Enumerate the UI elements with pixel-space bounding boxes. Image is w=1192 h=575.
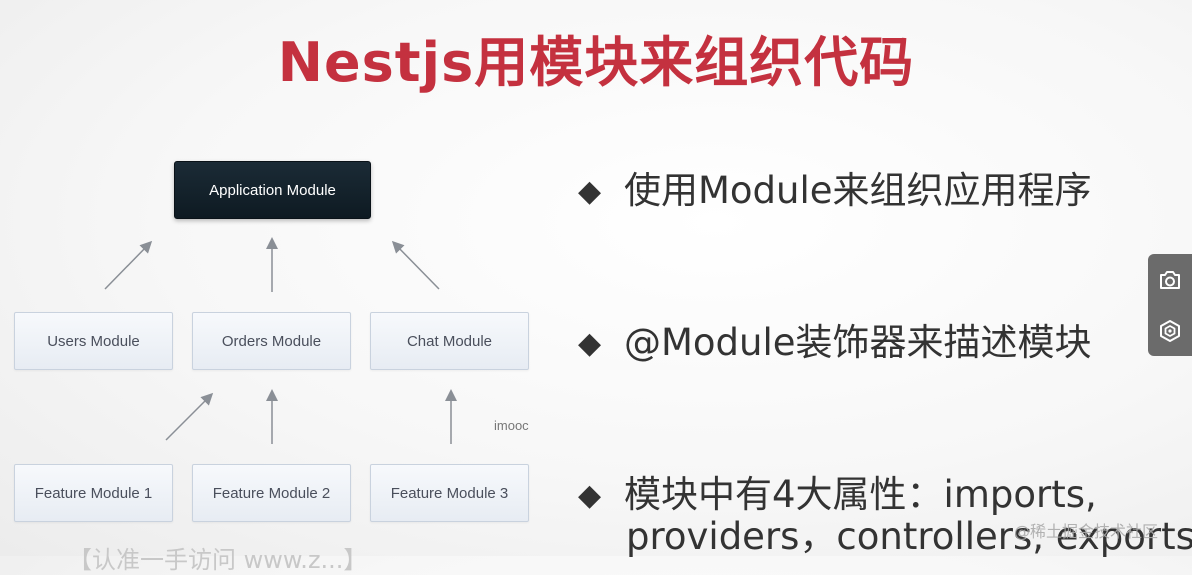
hexagon-logo-button[interactable] [1155, 316, 1185, 346]
floating-side-panel [1148, 254, 1192, 356]
arrow-feature1-to-users [165, 392, 214, 441]
diagram-arrows [104, 237, 457, 444]
diamond-bullet-icon: ◆ [578, 326, 602, 361]
users-module-box: Users Module [14, 312, 173, 370]
bullet-item-3: ◆ 模块中有4大属性：imports, [578, 474, 1097, 517]
orders-module-box: Orders Module [192, 312, 351, 370]
cut-off-caption: 【认准一手访问 www.z...】 [68, 546, 368, 574]
bullet-item-1: ◆ 使用Module来组织应用程序 [578, 170, 1092, 213]
application-module-box: Application Module [174, 161, 371, 219]
hexagon-logo-icon [1160, 319, 1180, 342]
chat-module-box: Chat Module [370, 312, 529, 370]
slide-title: Nestjs用模块来组织代码 [277, 31, 915, 94]
diamond-bullet-icon: ◆ [578, 174, 602, 209]
bullet-text-2: @Module装饰器来描述模块 [624, 321, 1092, 364]
module-diagram: Application Module Users Module Orders M… [0, 0, 560, 574]
diamond-bullet-icon: ◆ [578, 478, 602, 513]
bullet-text-3: 模块中有4大属性：imports, [624, 473, 1097, 516]
feature-module-2-box: Feature Module 2 [192, 464, 351, 522]
imooc-watermark: imooc [494, 418, 529, 433]
bullet-text-3-continuation: providers，controllers, exports [626, 515, 1192, 558]
arrow-users-to-app [104, 240, 153, 290]
bullet-text-1: 使用Module来组织应用程序 [624, 169, 1092, 212]
bullet-item-2: ◆ @Module装饰器来描述模块 [578, 322, 1092, 365]
feature-module-1-box: Feature Module 1 [14, 464, 173, 522]
arrow-chat-to-app [391, 240, 440, 290]
screenshot-button[interactable] [1155, 265, 1185, 295]
feature-module-3-box: Feature Module 3 [370, 464, 529, 522]
site-watermark: @稀土掘金技术社区 [1014, 522, 1159, 541]
camera-icon [1160, 270, 1180, 289]
